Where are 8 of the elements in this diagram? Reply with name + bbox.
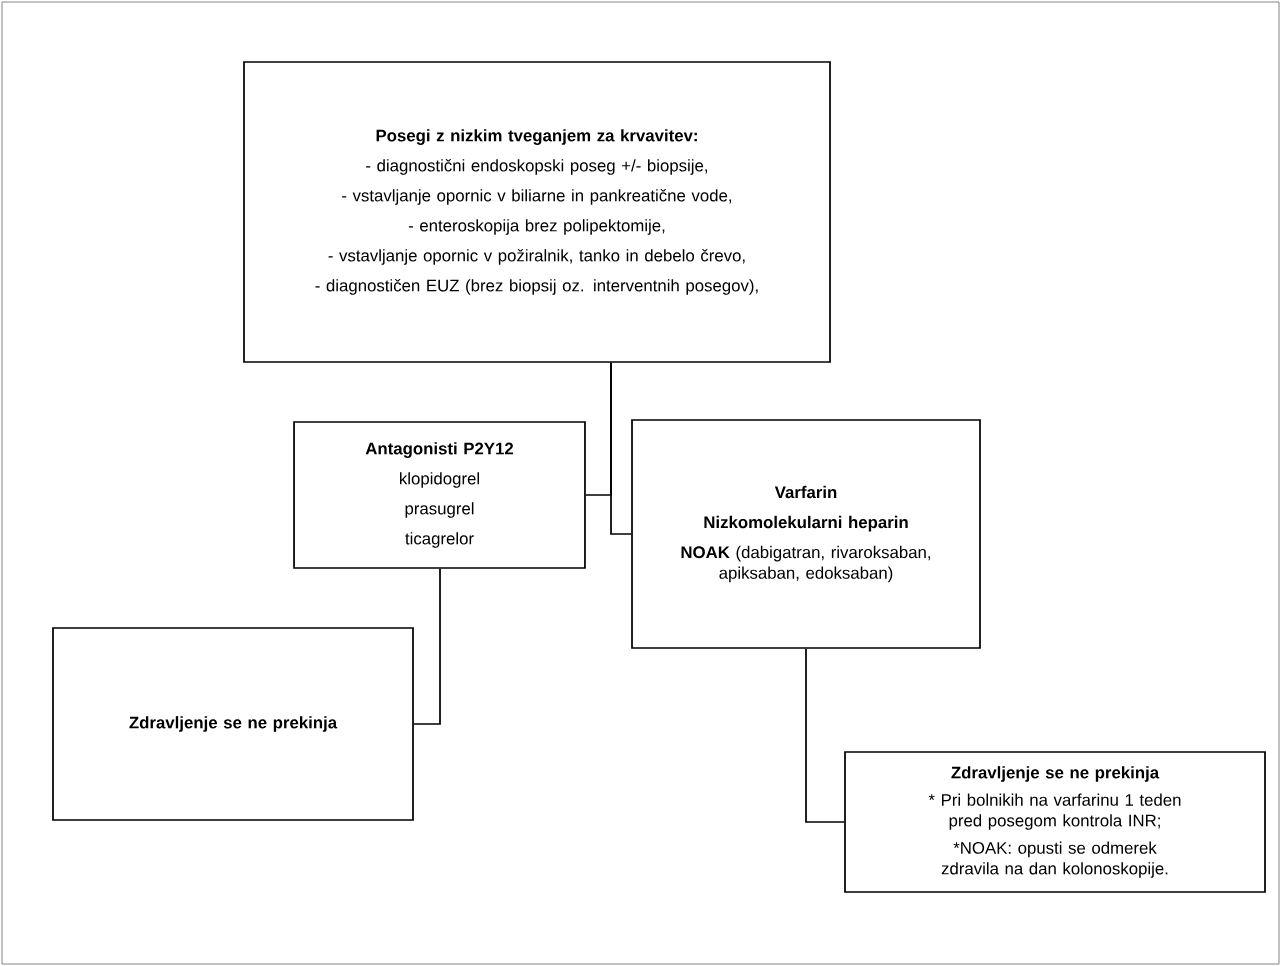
text-box: Zdravljenje se ne prekinja (52, 627, 414, 821)
text-box: Zdravljenje se ne prekinja * Pri bolnikih na varfarinu 1 teden pred posegom kontrola INR; *NOAK: opusti se odmerek zdravila na dan kolonoskopije. (844, 751, 1266, 893)
text-box: Posegi z nizkim tveganjem za krvavitev: - diagnostični endoskopski poseg +/- biopsije, - vstavljanje opornic v biliarne in pankreatične vode, - enteroskopija brez polipektomije, - vstavljanje opornic v požiralnik, tanko in debelo črevo, - diagnostičen EUZ (brez biopsij oz. interventnih posegov), (243, 61, 831, 363)
connector-line (610, 362, 632, 535)
connector-line (805, 648, 845, 823)
text-box: Antagonisti P2Y12 klopidogrel prasugrel ticagrelor (293, 421, 586, 569)
connector-line (413, 568, 441, 725)
text-box: Varfarin Nizkomolekularni heparin NOAK (dabigatran, rivaroksaban, apiksaban, edoksaban) (631, 419, 981, 649)
